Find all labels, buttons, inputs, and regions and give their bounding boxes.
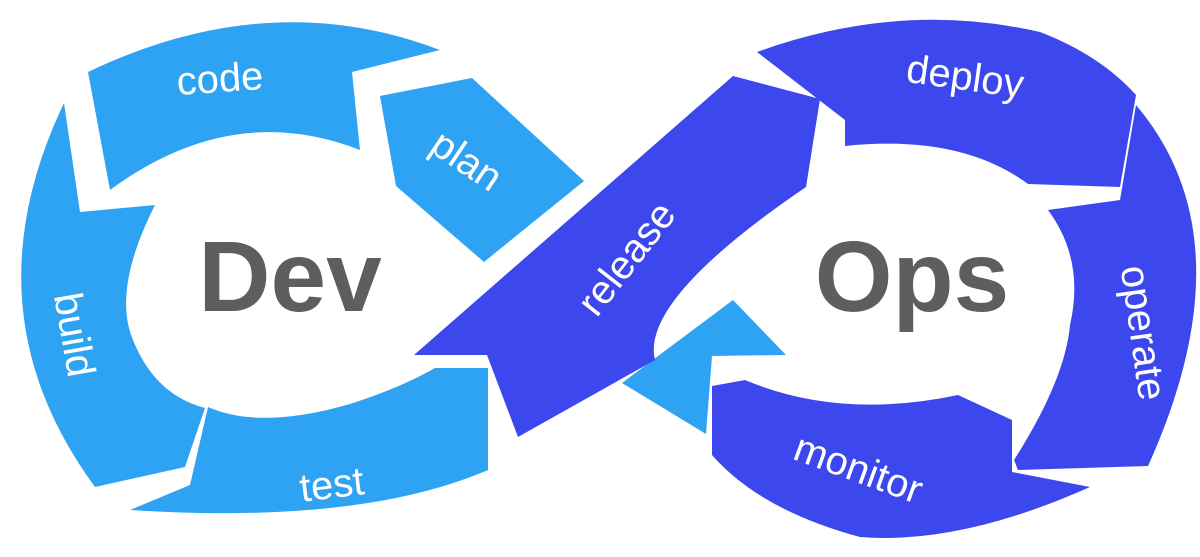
ops-return-arrow xyxy=(622,300,786,434)
stage-release-segment xyxy=(414,76,820,437)
ops-title: Ops xyxy=(815,221,1009,333)
dev-loop xyxy=(21,22,786,514)
stage-test-segment xyxy=(130,368,488,514)
stage-code-label: code xyxy=(175,54,265,104)
ops-loop xyxy=(414,19,1197,538)
stage-code-segment xyxy=(88,22,440,190)
dev-title: Dev xyxy=(198,221,382,333)
stage-build-segment xyxy=(21,103,206,487)
stage-deploy-segment xyxy=(757,19,1136,187)
stage-test-label: test xyxy=(297,459,366,511)
stage-plan-segment xyxy=(380,78,584,262)
stage-monitor-segment xyxy=(712,380,1090,538)
stage-operate-segment xyxy=(1014,105,1197,470)
